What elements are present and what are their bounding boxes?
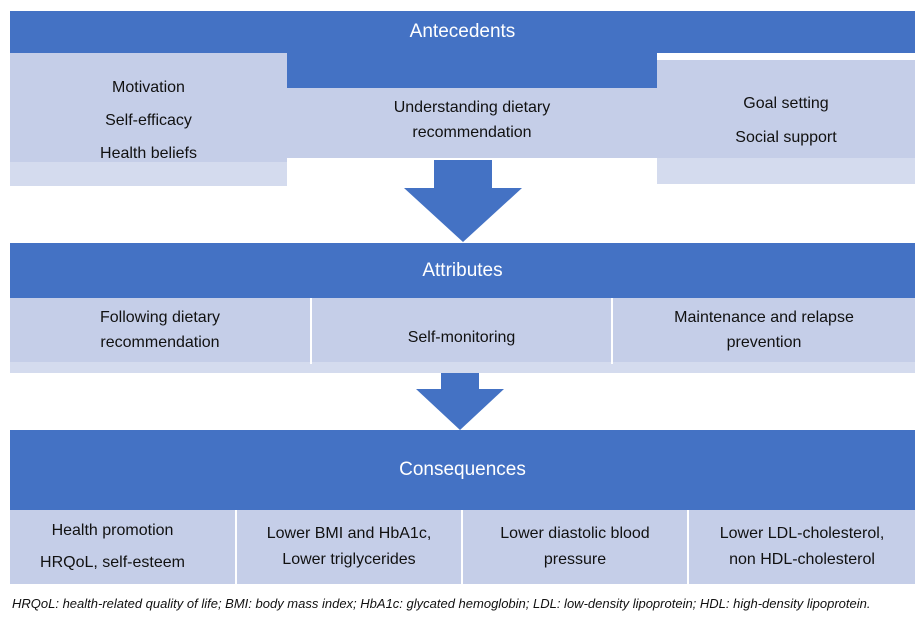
antecedents-left-box-lower — [10, 162, 287, 186]
consequence-health-promotion-line1: Health promotion — [51, 522, 174, 539]
attribute-maintenance-line2: prevention — [726, 334, 802, 351]
attribute-following-line1: Following dietary — [99, 309, 221, 326]
consequence-diastolic: Lower diastolic blood pressure — [463, 510, 687, 584]
consequence-diastolic-line1: Lower diastolic blood — [500, 525, 650, 542]
attribute-self-monitoring: Self-monitoring — [312, 298, 611, 376]
antecedent-understanding-line1: Understanding dietary — [393, 99, 551, 116]
consequence-health-promotion-line2: HRQoL, self-esteem — [40, 554, 185, 571]
antecedent-motivation: Motivation — [112, 78, 185, 96]
antecedents-right-box-lower — [657, 158, 915, 184]
attributes-divider-1 — [310, 298, 312, 364]
antecedent-goal-setting: Goal setting — [743, 95, 829, 112]
antecedent-understanding-line2: recommendation — [412, 124, 532, 141]
attributes-header: Attributes — [10, 243, 915, 298]
attribute-following: Following dietary recommendation — [10, 298, 310, 362]
down-arrow-2 — [416, 373, 504, 430]
attributes-row — [10, 298, 915, 373]
attributes-row-lower — [10, 362, 915, 373]
antecedents-title: Antecedents — [409, 21, 516, 42]
antecedents-right-text: Goal setting Social support — [657, 86, 915, 156]
antecedents-center-box: Understanding dietary recommendation — [287, 88, 657, 158]
antecedent-social-support: Social support — [735, 129, 837, 146]
antecedents-band — [287, 53, 657, 88]
consequence-bmi-line2: Lower triglycerides — [282, 551, 416, 568]
attribute-following-line2: recommendation — [100, 334, 220, 351]
footnote: HRQoL: health-related quality of life; B… — [12, 596, 912, 611]
antecedents-left-text: Motivation Self-efficacy Health beliefs — [10, 70, 287, 170]
consequence-ldl: Lower LDL-cholesterol, non HDL-cholester… — [689, 510, 915, 584]
antecedent-self-efficacy: Self-efficacy — [105, 111, 192, 129]
down-arrow-1 — [404, 160, 522, 242]
consequences-header: Consequences — [10, 430, 915, 510]
attribute-maintenance: Maintenance and relapse prevention — [613, 298, 915, 362]
antecedents-header: Antecedents — [10, 11, 915, 53]
attributes-divider-2 — [611, 298, 613, 364]
footnote-text: HRQoL: health-related quality of life; B… — [12, 596, 871, 611]
consequence-ldl-line2: non HDL-cholesterol — [729, 551, 875, 568]
consequence-health-promotion: Health promotion HRQoL, self-esteem — [10, 510, 215, 584]
consequence-bmi: Lower BMI and HbA1c, Lower triglycerides — [237, 510, 461, 584]
attribute-self-monitoring-text: Self-monitoring — [407, 328, 516, 346]
consequences-title: Consequences — [399, 459, 526, 480]
attributes-title: Attributes — [422, 259, 503, 281]
consequence-ldl-line1: Lower LDL-cholesterol, — [719, 525, 885, 542]
antecedent-health-beliefs: Health beliefs — [100, 144, 197, 162]
attribute-maintenance-line1: Maintenance and relapse — [674, 309, 854, 326]
consequences-divider-3 — [687, 510, 689, 584]
consequences-divider-2 — [461, 510, 463, 584]
consequence-diastolic-line2: pressure — [543, 551, 607, 568]
consequence-bmi-line1: Lower BMI and HbA1c, — [266, 525, 432, 542]
consequences-divider-1 — [235, 510, 237, 584]
